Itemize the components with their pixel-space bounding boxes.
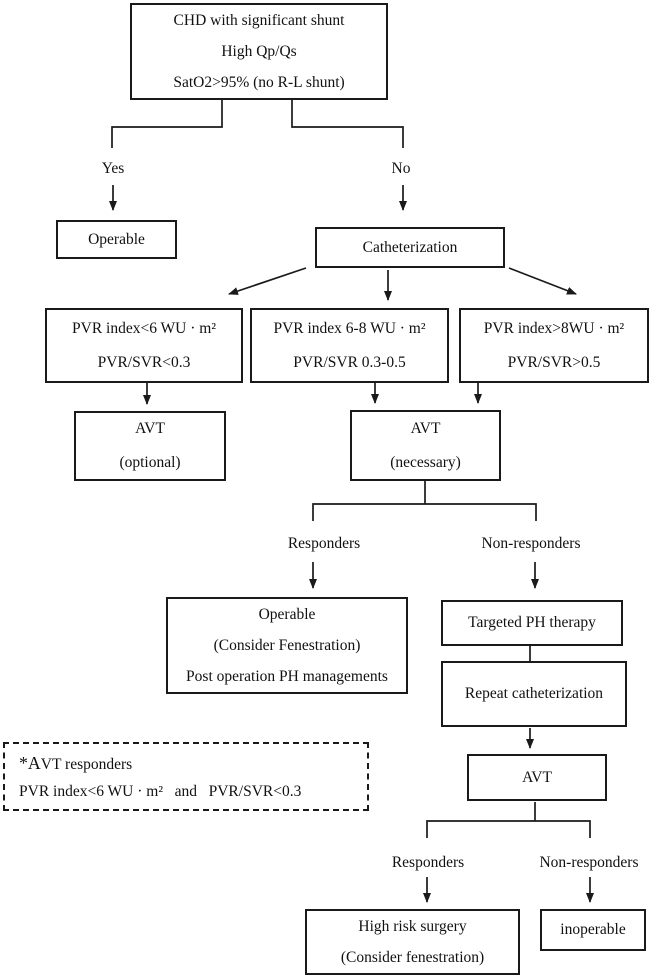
node-high-risk-surgery: High risk surgery (Consider fenestration…: [305, 909, 520, 975]
node-text: PVR index<6 WU · m²: [72, 319, 216, 337]
node-avt-repeat: AVT: [467, 754, 607, 801]
node-text: (Consider fenestration): [340, 949, 485, 966]
note-text: PVR index<6 WU · m² and PVR/SVR<0.3: [19, 782, 302, 800]
node-text: Targeted PH therapy: [468, 614, 596, 631]
node-chd-root: CHD with significant shunt High Qp/Qs Sa…: [130, 3, 388, 100]
node-text: Repeat catheterization: [464, 685, 604, 702]
node-text: AVT: [410, 419, 441, 437]
arrow-cath-to-pvr-high: [508, 267, 577, 295]
node-text: PVR index>8WU · m²: [483, 319, 625, 337]
avt-responders-note: *AVT responders PVR index<6 WU · m² and …: [3, 742, 369, 811]
node-text: Post operation PH managements: [186, 668, 388, 685]
connector-root-to-no: [291, 100, 404, 148]
note-text: *AVT responders: [19, 752, 133, 773]
node-avt-optional: AVT (optional): [74, 411, 226, 481]
node-text: AVT: [135, 420, 165, 437]
node-text: High risk surgery: [358, 918, 467, 935]
branch-label-yes: Yes: [101, 160, 125, 177]
node-text: AVT: [522, 768, 552, 786]
connector-root-to-yes: [111, 100, 223, 148]
node-targeted-ph-therapy: Targeted PH therapy: [441, 600, 623, 646]
branch-label-non-responders-2: Non-responders: [539, 854, 639, 871]
node-text: PVR/SVR>0.5: [507, 353, 601, 371]
node-text: CHD with significant shunt: [173, 12, 345, 29]
node-text: inoperable: [560, 921, 626, 938]
node-catheterization: Catheterization: [315, 227, 505, 268]
node-text: (necessary): [390, 453, 461, 471]
node-pvr-high: PVR index>8WU · m² PVR/SVR>0.5: [459, 308, 649, 383]
node-text: High Qp/Qs: [221, 43, 297, 60]
node-avt-necessary: AVT (necessary): [350, 410, 501, 481]
node-text: (Consider Fenestration): [213, 637, 361, 654]
branch-label-responders-1: Responders: [287, 535, 361, 552]
node-text: Catheterization: [362, 238, 458, 256]
node-text: SatO2>95% (no R-L shunt): [173, 74, 345, 91]
arrow-cath-to-pvr-low: [228, 267, 307, 295]
node-inoperable: inoperable: [540, 909, 646, 951]
branch-label-no: No: [391, 160, 411, 177]
node-operable-fenestration: Operable (Consider Fenestration) Post op…: [166, 597, 408, 694]
connector-avtnecessary-split: [312, 481, 537, 521]
node-operable: Operable: [56, 220, 177, 259]
node-text: Operable: [258, 606, 316, 623]
node-repeat-catheterization: Repeat catheterization: [441, 661, 627, 727]
node-text: PVR index 6-8 WU · m²: [273, 319, 426, 337]
node-text: (optional): [119, 454, 181, 471]
node-text: Operable: [88, 230, 145, 248]
connector-avt2-split: [426, 802, 591, 838]
node-pvr-mid: PVR index 6-8 WU · m² PVR/SVR 0.3-0.5: [250, 308, 449, 383]
node-text: PVR/SVR 0.3-0.5: [293, 353, 406, 371]
branch-label-responders-2: Responders: [391, 854, 465, 871]
node-text: PVR/SVR<0.3: [97, 353, 191, 371]
node-pvr-low: PVR index<6 WU · m² PVR/SVR<0.3: [45, 308, 243, 383]
branch-label-non-responders-1: Non-responders: [481, 535, 581, 552]
